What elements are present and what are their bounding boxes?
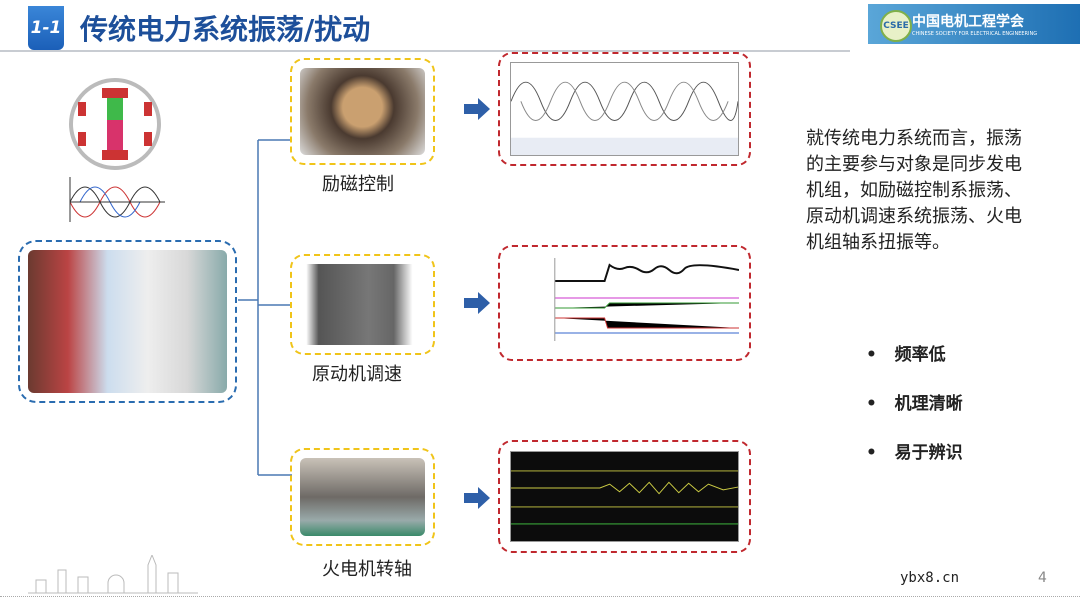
governor-plot-frame [498, 245, 751, 361]
voltage-plot-frame [498, 52, 751, 166]
description-text: 就传统电力系统而言，振荡的主要参与对象是同步发电机组，如励磁控制系振荡、原动机调… [806, 128, 1022, 253]
csee-logo: CSEE 中国电机工程学会 CHINESE SOCIETY FOR ELECTR… [868, 4, 1080, 44]
bullet-text: 机理清晰 [894, 394, 963, 414]
arrow-right-icon [464, 292, 490, 314]
gear-motor-photo [300, 264, 425, 345]
city-skyline-icon [28, 555, 198, 594]
shaft-photo-frame [290, 448, 435, 546]
excitation-stator-photo [300, 68, 425, 155]
watermark: ybx8.cn [900, 570, 960, 586]
page-title: 传统电力系统振荡/扰动 [80, 13, 371, 46]
bullet-item: • 频率低 [866, 345, 946, 365]
page-number: 4 [1038, 570, 1047, 586]
logo-mark-icon: CSEE [880, 10, 912, 42]
branch-label-governor: 原动机调速 [312, 364, 402, 385]
section-number-tag: 1-1 [28, 6, 64, 50]
arrow-right-icon [464, 98, 490, 120]
generator-photo-frame [18, 240, 237, 403]
logo-name-cn: 中国电机工程学会 [912, 14, 1024, 30]
bullet-item: • 易于辨识 [866, 443, 963, 463]
title-divider [0, 50, 850, 52]
generator-diagram [69, 78, 165, 222]
governor-oscillation-plot [510, 253, 740, 353]
turbine-shaft-photo [300, 458, 425, 536]
footer-divider [0, 596, 1080, 597]
bullet-text: 易于辨识 [894, 443, 963, 463]
generator-set-photo [28, 250, 227, 393]
branch-connector [238, 139, 292, 476]
torsional-vibration-plot [510, 451, 739, 542]
shaft-plot-frame [498, 440, 751, 553]
voltage-waveform-plot [510, 62, 739, 156]
governor-photo-frame [290, 254, 435, 355]
excitation-photo-frame [290, 58, 435, 165]
arrow-right-icon [464, 487, 490, 509]
bullet-item: • 机理清晰 [866, 394, 963, 414]
bullet-text: 频率低 [894, 345, 946, 365]
logo-name-en: CHINESE SOCIETY FOR ELECTRICAL ENGINEERI… [912, 31, 1038, 37]
branch-label-excitation: 励磁控制 [322, 174, 394, 195]
branch-label-shaft: 火电机转轴 [322, 559, 412, 580]
